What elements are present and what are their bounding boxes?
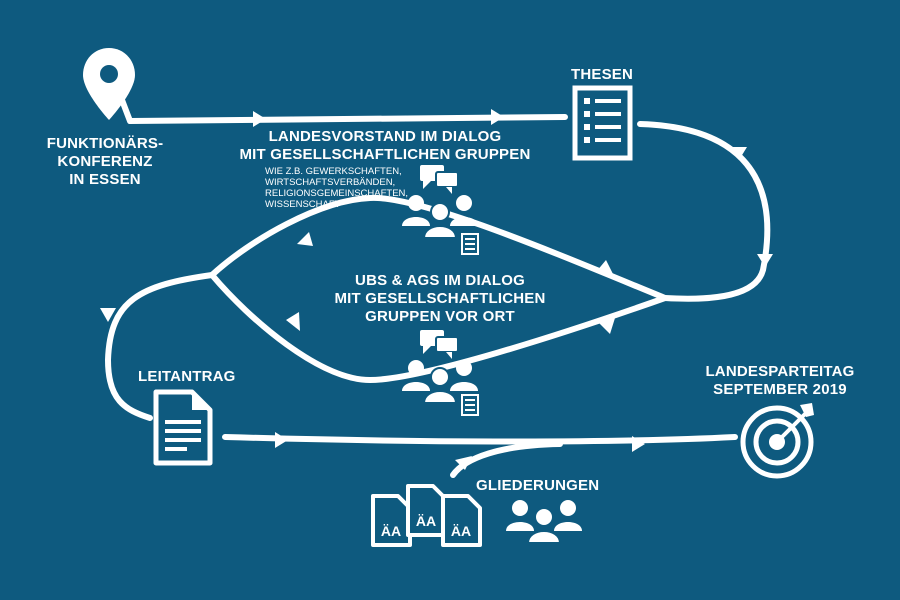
example-line: WIE Z.B. GEWERKSCHAFTEN, <box>265 166 402 177</box>
flow-arrowheads <box>100 109 773 470</box>
arrowhead <box>491 109 504 125</box>
amendment-label: ÄA <box>381 523 401 539</box>
example-line: WISSENSCHAFT <box>265 199 341 210</box>
dialog-mid-line: GRUPPEN VOR ORT <box>365 308 515 325</box>
arrowhead <box>100 308 116 322</box>
dialog-top-label: LANDESVORSTAND IM DIALOG MIT GESELLSCHAF… <box>235 128 535 164</box>
flow-path-to-leitantrag <box>105 272 215 421</box>
thesen-label: THESEN <box>571 66 634 83</box>
dialog-top-line: MIT GESELLSCHAFTLICHEN GRUPPEN <box>239 146 531 163</box>
example-line: WIRTSCHAFTSVERBÄNDEN, <box>265 177 396 188</box>
dialog-top-examples: WIE Z.B. GEWERKSCHAFTEN, WIRTSCHAFTSVERB… <box>265 166 408 210</box>
amendment-label: ÄA <box>451 523 471 539</box>
flow-path-lower-branch <box>209 272 668 383</box>
arrowhead <box>455 456 472 470</box>
example-line: RELIGIONSGEMEINSCHAFTEN, <box>265 188 409 199</box>
parteitag-line: LANDESPARTEITAG <box>705 363 855 380</box>
arrowhead <box>286 312 300 331</box>
amendment-label: ÄA <box>416 513 436 529</box>
flow-path-to-parteitag <box>222 434 738 445</box>
arrowhead <box>731 147 747 160</box>
arrowhead <box>253 111 266 127</box>
flow-path-upper-branch <box>209 194 668 301</box>
arrowhead <box>596 260 613 274</box>
leitantrag-label: LEITANTRAG <box>138 368 236 385</box>
start-label-line: FUNKTIONÄRS- <box>46 135 164 152</box>
start-label: FUNKTIONÄRS- KONFERENZ IN ESSEN <box>40 135 170 189</box>
start-label-line: KONFERENZ <box>57 153 153 170</box>
arrowhead <box>297 232 313 246</box>
flow-path-right-loop <box>637 121 771 302</box>
gliederungen-label: GLIEDERUNGEN <box>476 477 600 494</box>
dialog-mid-label: UBs & AGs IM DIALOG MIT GESELLSCHAFTLICH… <box>300 272 580 326</box>
flow-path-start-thesen <box>119 97 568 124</box>
parteitag-line: SEPTEMBER 2019 <box>713 381 847 398</box>
arrowhead <box>275 432 288 448</box>
flow-path-gliederungen <box>450 441 563 478</box>
arrowhead <box>632 436 645 452</box>
arrowhead <box>598 318 615 334</box>
dialog-mid-line: MIT GESELLSCHAFTLICHEN <box>334 290 546 307</box>
dialog-mid-line: UBs & AGs IM DIALOG <box>355 272 525 289</box>
arrowhead <box>757 254 773 267</box>
parteitag-label: LANDESPARTEITAG SEPTEMBER 2019 <box>700 363 860 399</box>
start-label-line: IN ESSEN <box>69 171 141 188</box>
dialog-top-line: LANDESVORSTAND IM DIALOG <box>268 128 502 145</box>
